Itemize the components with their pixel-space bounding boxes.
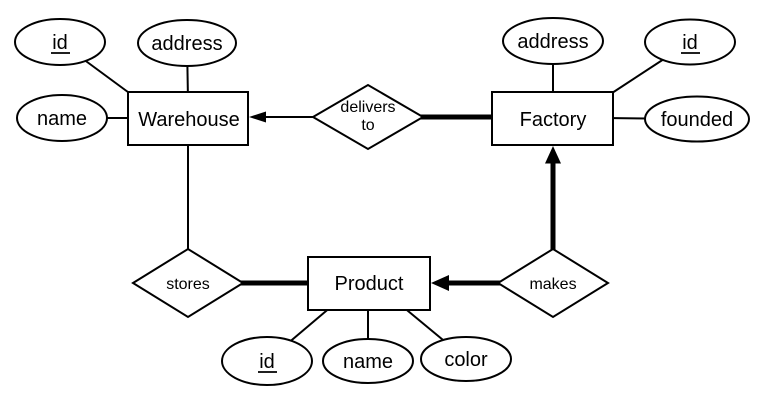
arrowheads <box>249 111 561 291</box>
arrowhead-to-product-icon <box>431 275 449 291</box>
labels: Warehouse Factory Product id address nam… <box>37 31 733 373</box>
delivers-to-label-line2: to <box>361 117 374 134</box>
entity-shapes <box>127 91 614 311</box>
warehouse-name-ellipse <box>16 94 108 142</box>
attribute-shapes <box>14 17 750 386</box>
warehouse-id-label: id <box>52 32 68 54</box>
factory-entity-box <box>491 91 614 146</box>
delivers-to-label-line1: delivers <box>340 99 395 116</box>
product-id-ellipse <box>221 336 313 386</box>
warehouse-address-ellipse <box>137 19 237 67</box>
warehouse-name-label: name <box>37 108 87 130</box>
relationship-shapes <box>131 83 610 319</box>
warehouse-entity-box <box>127 91 249 146</box>
factory-id-ellipse <box>644 18 736 66</box>
factory-address-ellipse <box>502 17 604 65</box>
warehouse-id-ellipse <box>14 18 106 66</box>
makes-label: makes <box>529 276 576 293</box>
arrowhead-to-factory-icon <box>545 146 561 164</box>
factory-entity-label: Factory <box>520 109 587 131</box>
stores-label: stores <box>166 276 210 293</box>
product-color-label: color <box>444 349 488 371</box>
product-name-ellipse <box>322 338 414 384</box>
factory-address-label: address <box>517 31 588 53</box>
factory-founded-label: founded <box>661 109 733 131</box>
connector-edges <box>59 41 698 362</box>
product-entity-box <box>307 256 431 311</box>
product-name-label: name <box>343 351 393 373</box>
factory-founded-ellipse <box>644 95 750 143</box>
product-color-ellipse <box>420 336 512 382</box>
warehouse-entity-label: Warehouse <box>138 109 240 131</box>
product-entity-label: Product <box>335 273 404 295</box>
product-id-label: id <box>259 351 275 373</box>
warehouse-address-label: address <box>151 33 222 55</box>
delivers-to-diamond <box>311 83 425 151</box>
factory-id-label: id <box>682 32 698 54</box>
stores-diamond <box>131 247 245 319</box>
makes-diamond <box>496 247 610 319</box>
arrowhead-to-warehouse-icon <box>249 111 266 123</box>
